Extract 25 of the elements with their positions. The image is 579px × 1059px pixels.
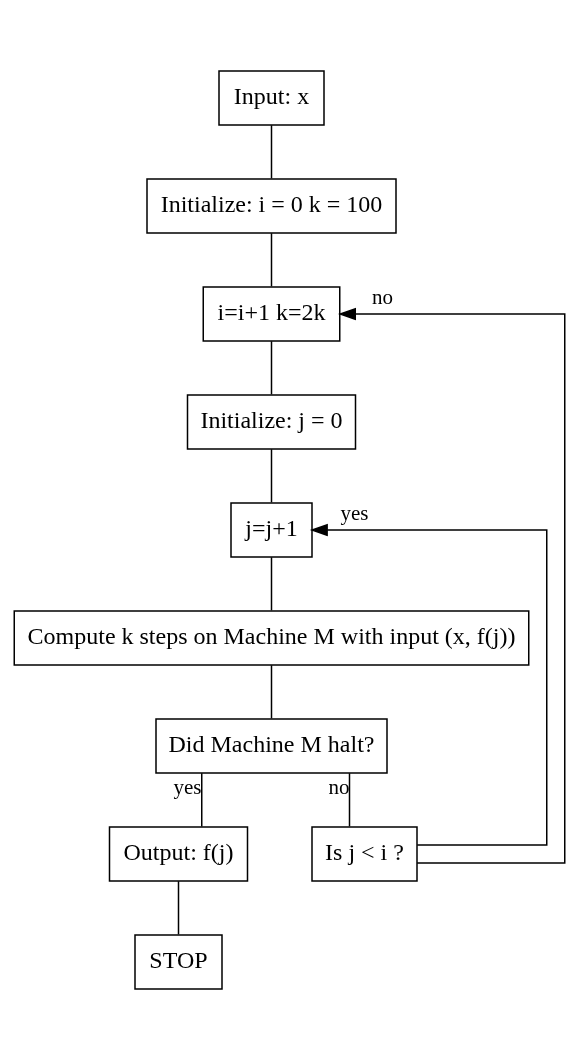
connector — [270, 124, 273, 179]
connector — [177, 880, 180, 935]
edge-label: no — [372, 284, 394, 309]
connector — [270, 664, 273, 719]
node-box: Is j < i ? — [311, 825, 418, 882]
node-box: Input: x — [218, 69, 325, 126]
node-box: STOP — [134, 933, 223, 990]
node-box: Did Machine M halt? — [155, 717, 388, 774]
edge-label: yes — [173, 774, 202, 799]
connector — [270, 340, 273, 395]
connector — [270, 232, 273, 287]
node-box: Output: f(j) — [108, 825, 249, 882]
node-box: i=i+1 k=2k — [202, 285, 341, 342]
node-box: Initialize: i = 0 k = 100 — [146, 177, 397, 234]
connector — [201, 772, 203, 827]
connector — [348, 772, 351, 827]
node-box: j=j+1 — [230, 501, 313, 558]
edge-label: yes — [340, 500, 369, 525]
arrow — [309, 523, 548, 846]
node-box: Compute k steps on Machine M with input (x, f(j)) — [13, 609, 530, 666]
edge-label: no — [328, 774, 350, 799]
connector — [270, 556, 273, 611]
node-box: Initialize: j = 0 — [186, 393, 357, 450]
arrow — [338, 307, 566, 864]
connector — [270, 448, 273, 503]
